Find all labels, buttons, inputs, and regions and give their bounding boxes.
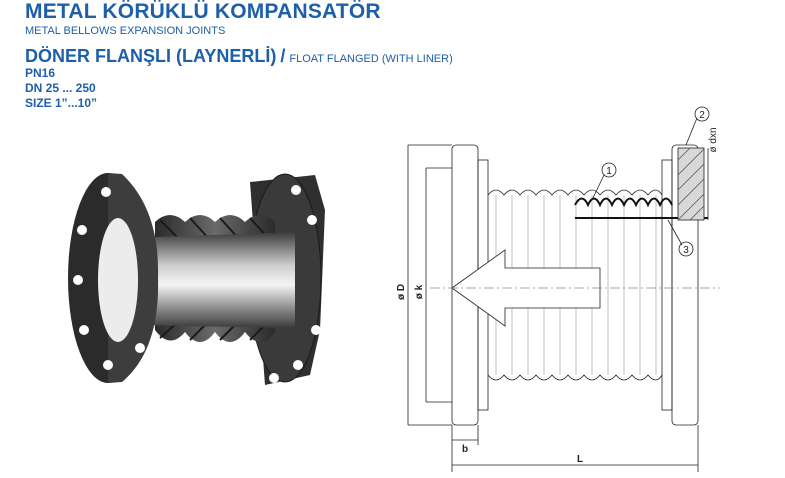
page-subtitle: METAL BELLOWS EXPANSION JOINTS <box>25 25 226 37</box>
spec-nominal-diameter: DN 25 ... 250 <box>25 81 96 95</box>
right-stub-end <box>661 159 673 411</box>
bellows-outline <box>487 189 663 196</box>
product-illustration <box>68 173 325 385</box>
callout-2: 2 <box>699 110 705 121</box>
hatched-flange-section <box>677 147 705 221</box>
liner-pipe <box>130 232 295 328</box>
callout-3-circle <box>678 241 694 257</box>
callout-2-circle <box>694 106 710 122</box>
leader-2 <box>685 117 698 146</box>
dim-label-k: ø k <box>414 284 425 299</box>
product-heading: DÖNER FLANŞLI (LAYNERLİ)/FLOAT FLANGED (… <box>25 46 453 67</box>
section-detail <box>574 197 673 208</box>
leader-1 <box>591 174 605 201</box>
dim-label-dxn: ø dxn <box>708 127 719 152</box>
dim-label-b: b <box>462 444 468 455</box>
leader-3 <box>667 219 683 246</box>
callout-1-circle <box>601 162 617 178</box>
front-flange <box>68 173 159 383</box>
product-name-tr: DÖNER FLANŞLI (LAYNERLİ) <box>25 46 277 66</box>
dim-label-L: L <box>577 454 583 465</box>
heading-separator: / <box>280 46 286 66</box>
callout-3: 3 <box>683 245 689 256</box>
spec-size: SIZE 1”...10” <box>25 96 98 110</box>
technical-drawing: 1 2 3 ø D ø k ø dxn b L <box>396 106 720 472</box>
product-name-en: FLOAT FLANGED (WITH LINER) <box>289 53 453 65</box>
page-title: METAL KÖRÜKLÜ KOMPANSATÖR <box>25 0 381 23</box>
spec-pressure: PN16 <box>25 66 56 80</box>
callout-1: 1 <box>606 166 612 177</box>
dim-label-D: ø D <box>396 284 407 300</box>
